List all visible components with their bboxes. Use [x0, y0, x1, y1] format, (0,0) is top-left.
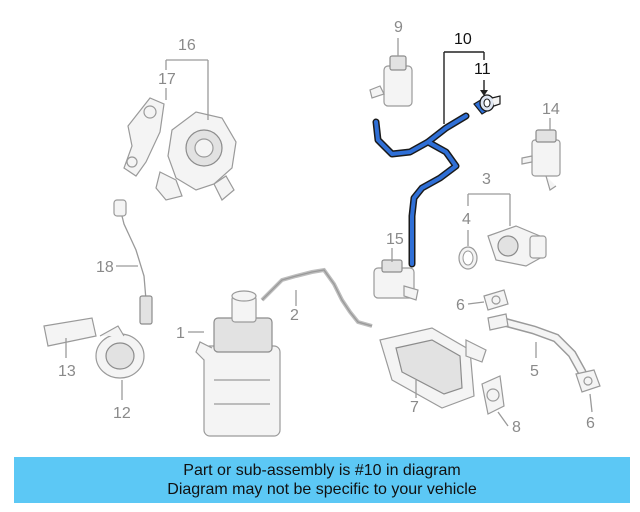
part-14-solenoid	[521, 129, 561, 191]
leader-16	[165, 59, 209, 120]
callout-5: 5	[530, 363, 539, 380]
callout-9: 9	[394, 19, 403, 36]
leader-6-upper	[467, 301, 485, 305]
leader-3	[467, 193, 511, 226]
callout-10: 10	[454, 31, 472, 48]
callout-14: 14	[542, 101, 560, 118]
part-1-canister	[195, 290, 281, 437]
leader-6-lower	[589, 393, 593, 413]
part-11-check-valve	[473, 94, 501, 115]
info-banner: Part or sub-assembly is #10 in diagram D…	[14, 457, 630, 503]
callout-1: 1	[176, 325, 185, 342]
callout-18: 18	[96, 259, 114, 276]
leader-10	[443, 51, 485, 124]
callout-6-upper: 6	[456, 297, 465, 314]
arrowhead-11-icon	[480, 90, 488, 96]
part-5-egr-tube	[499, 317, 587, 377]
part-3-egr-valve	[487, 225, 547, 267]
banner-line-2: Diagram may not be specific to your vehi…	[167, 481, 477, 498]
part-6-gasket-upper	[483, 289, 509, 331]
callout-11: 11	[474, 61, 491, 78]
callout-12: 12	[113, 405, 131, 422]
part-9-valve	[369, 55, 413, 107]
part-15-solenoid	[373, 259, 419, 301]
callout-17: 17	[158, 71, 176, 88]
callout-7: 7	[410, 399, 419, 416]
callout-4: 4	[462, 211, 471, 228]
part-6-gasket-lower	[575, 369, 601, 393]
part-10-vacuum-hose	[372, 112, 470, 268]
callout-16: 16	[178, 37, 196, 54]
callout-2: 2	[290, 307, 299, 324]
part-4-o-ring	[458, 246, 478, 270]
callout-3: 3	[482, 171, 491, 188]
callout-13: 13	[58, 363, 76, 380]
part-18-oxygen-sensor	[113, 199, 153, 325]
leader-8	[497, 411, 509, 427]
part-8-gasket	[481, 375, 505, 415]
part-16-vacuum-pump	[155, 111, 237, 201]
callout-15: 15	[386, 231, 404, 248]
parts-diagram: 16 17 18 13 12 1 2	[43, 19, 601, 437]
callout-8: 8	[512, 419, 521, 436]
part-2-hose	[260, 267, 373, 328]
callout-6-lower: 6	[586, 415, 595, 432]
part-12-cover	[95, 325, 145, 379]
part-17-bracket	[123, 97, 165, 177]
part-13-shield	[43, 317, 97, 347]
part-7-egr-cooler	[379, 327, 487, 409]
banner-line-1: Part or sub-assembly is #10 in diagram	[183, 462, 461, 479]
